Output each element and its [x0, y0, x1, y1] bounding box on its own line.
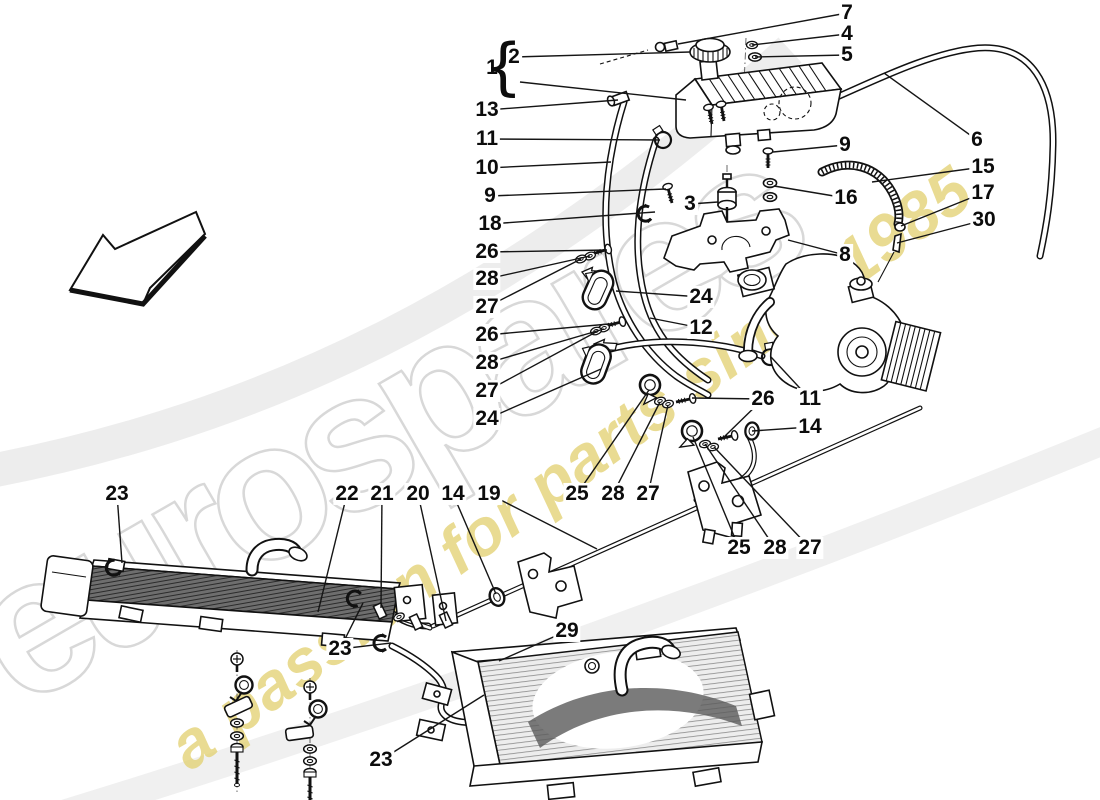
engine-assembly	[736, 253, 942, 394]
bottom-radiator	[415, 627, 776, 800]
leader-lines	[116, 12, 985, 761]
lower-pipework	[343, 461, 762, 705]
tank-mount-bracket	[635, 146, 790, 273]
watermark-swooshes	[0, 37, 1100, 800]
pipe-clamp-sets	[573, 122, 782, 453]
expansion-tank	[606, 37, 843, 155]
direction-arrow-icon	[68, 210, 207, 307]
fastener-stacks	[223, 650, 328, 800]
group-brace: {	[483, 30, 523, 103]
